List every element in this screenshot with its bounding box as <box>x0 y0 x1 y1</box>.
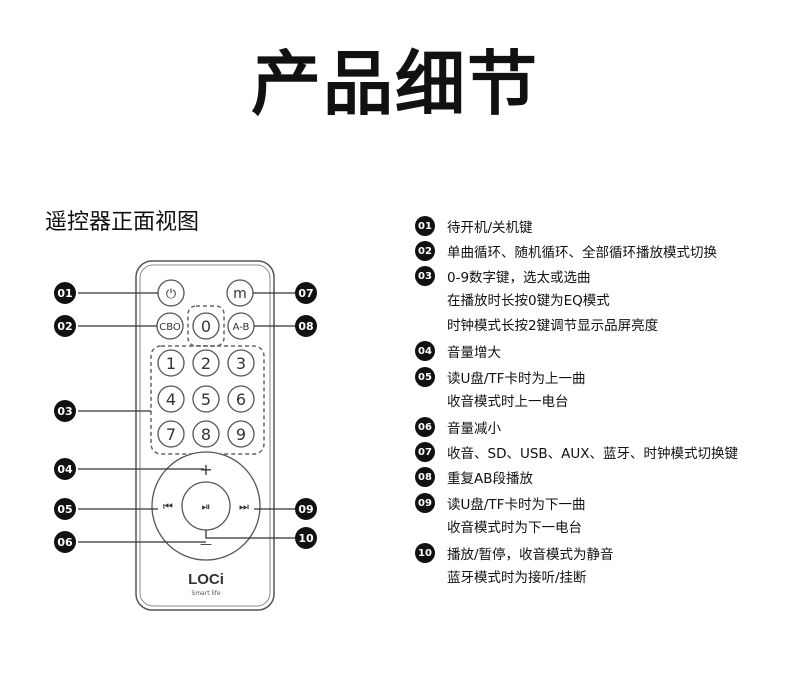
svg-text:7: 7 <box>166 425 176 444</box>
svg-text:05: 05 <box>57 503 72 516</box>
svg-text:A-B: A-B <box>233 322 250 333</box>
mode-button[interactable]: m <box>226 279 254 307</box>
zero-group-outline <box>187 305 225 347</box>
digit-button-7[interactable]: 7 <box>157 420 185 448</box>
legend-item-03-line2: 在播放时长按0键为EQ模式 <box>447 293 610 309</box>
callout-08: 08 <box>295 315 317 337</box>
svg-text:06: 06 <box>57 536 73 549</box>
svg-text:9: 9 <box>236 425 246 444</box>
digit-button-8[interactable]: 8 <box>192 420 220 448</box>
digit-button-9[interactable]: 9 <box>227 420 255 448</box>
svg-text:01: 01 <box>57 287 72 300</box>
callout-02: 02 <box>54 315 76 337</box>
digit-button-5[interactable]: 5 <box>192 385 220 413</box>
volume-down-button[interactable]: — <box>200 537 212 551</box>
next-track-icon[interactable]: ⏭ <box>239 500 249 513</box>
svg-text:09: 09 <box>298 503 313 516</box>
callout-09: 09 <box>295 498 317 520</box>
remote-body-inner <box>139 264 271 607</box>
callout-10: 10 <box>295 527 317 549</box>
svg-text:07: 07 <box>298 287 313 300</box>
power-button[interactable]: ⏻ <box>157 279 185 307</box>
digit-button-3[interactable]: 3 <box>227 349 255 377</box>
remote-front-view-heading: 遥控器正面视图 <box>45 210 200 235</box>
svg-text:10: 10 <box>298 532 314 545</box>
zero-button[interactable]: 0 <box>192 312 220 340</box>
svg-text:1: 1 <box>166 354 176 373</box>
svg-text:5: 5 <box>201 390 211 409</box>
svg-text:08: 08 <box>298 320 313 333</box>
power-icon: ⏻ <box>166 287 176 302</box>
brand-tagline: Smart life <box>191 590 221 597</box>
callout-03: 03 <box>54 400 76 422</box>
brand-logo: LOCi <box>188 571 224 588</box>
digit-button-6[interactable]: 6 <box>227 385 255 413</box>
volume-up-button[interactable]: + <box>199 460 212 479</box>
svg-text:CBO: CBO <box>159 322 181 333</box>
legend-item-05-line2: 收音模式时上一电台 <box>447 394 569 410</box>
cbo-button[interactable]: CBO <box>156 312 184 340</box>
callout-leader-lines <box>78 292 295 543</box>
svg-text:04: 04 <box>57 463 73 476</box>
digit-button-2[interactable]: 2 <box>192 349 220 377</box>
svg-text:2: 2 <box>201 354 211 373</box>
callout-07: 07 <box>295 282 317 304</box>
svg-text:4: 4 <box>166 390 176 409</box>
callout-06: 06 <box>54 531 76 553</box>
svg-text:8: 8 <box>201 425 211 444</box>
svg-text:02: 02 <box>57 320 72 333</box>
svg-text:0: 0 <box>201 317 211 336</box>
callout-05: 05 <box>54 498 76 520</box>
legend-item-10-line2: 蓝牙模式时为接听/挂断 <box>447 570 587 586</box>
digit-button-4[interactable]: 4 <box>157 385 185 413</box>
svg-text:6: 6 <box>236 390 246 409</box>
page-title: 产品细节 <box>251 43 539 125</box>
prev-track-icon[interactable]: ⏮ <box>163 500 173 513</box>
svg-text:03: 03 <box>57 405 72 418</box>
callout-04: 04 <box>54 458 76 480</box>
legend-item-03-line3: 时钟模式长按2键调节显示品屏亮度 <box>447 318 659 334</box>
play-pause-icon: ⏯ <box>202 500 211 513</box>
svg-text:m: m <box>233 286 247 302</box>
svg-text:3: 3 <box>236 354 246 373</box>
callout-01: 01 <box>54 282 76 304</box>
digit-group-outline <box>150 345 265 455</box>
ab-button[interactable]: A-B <box>227 312 255 340</box>
legend-item-09-line2: 收音模式时为下一电台 <box>447 520 582 536</box>
digit-button-1[interactable]: 1 <box>157 349 185 377</box>
